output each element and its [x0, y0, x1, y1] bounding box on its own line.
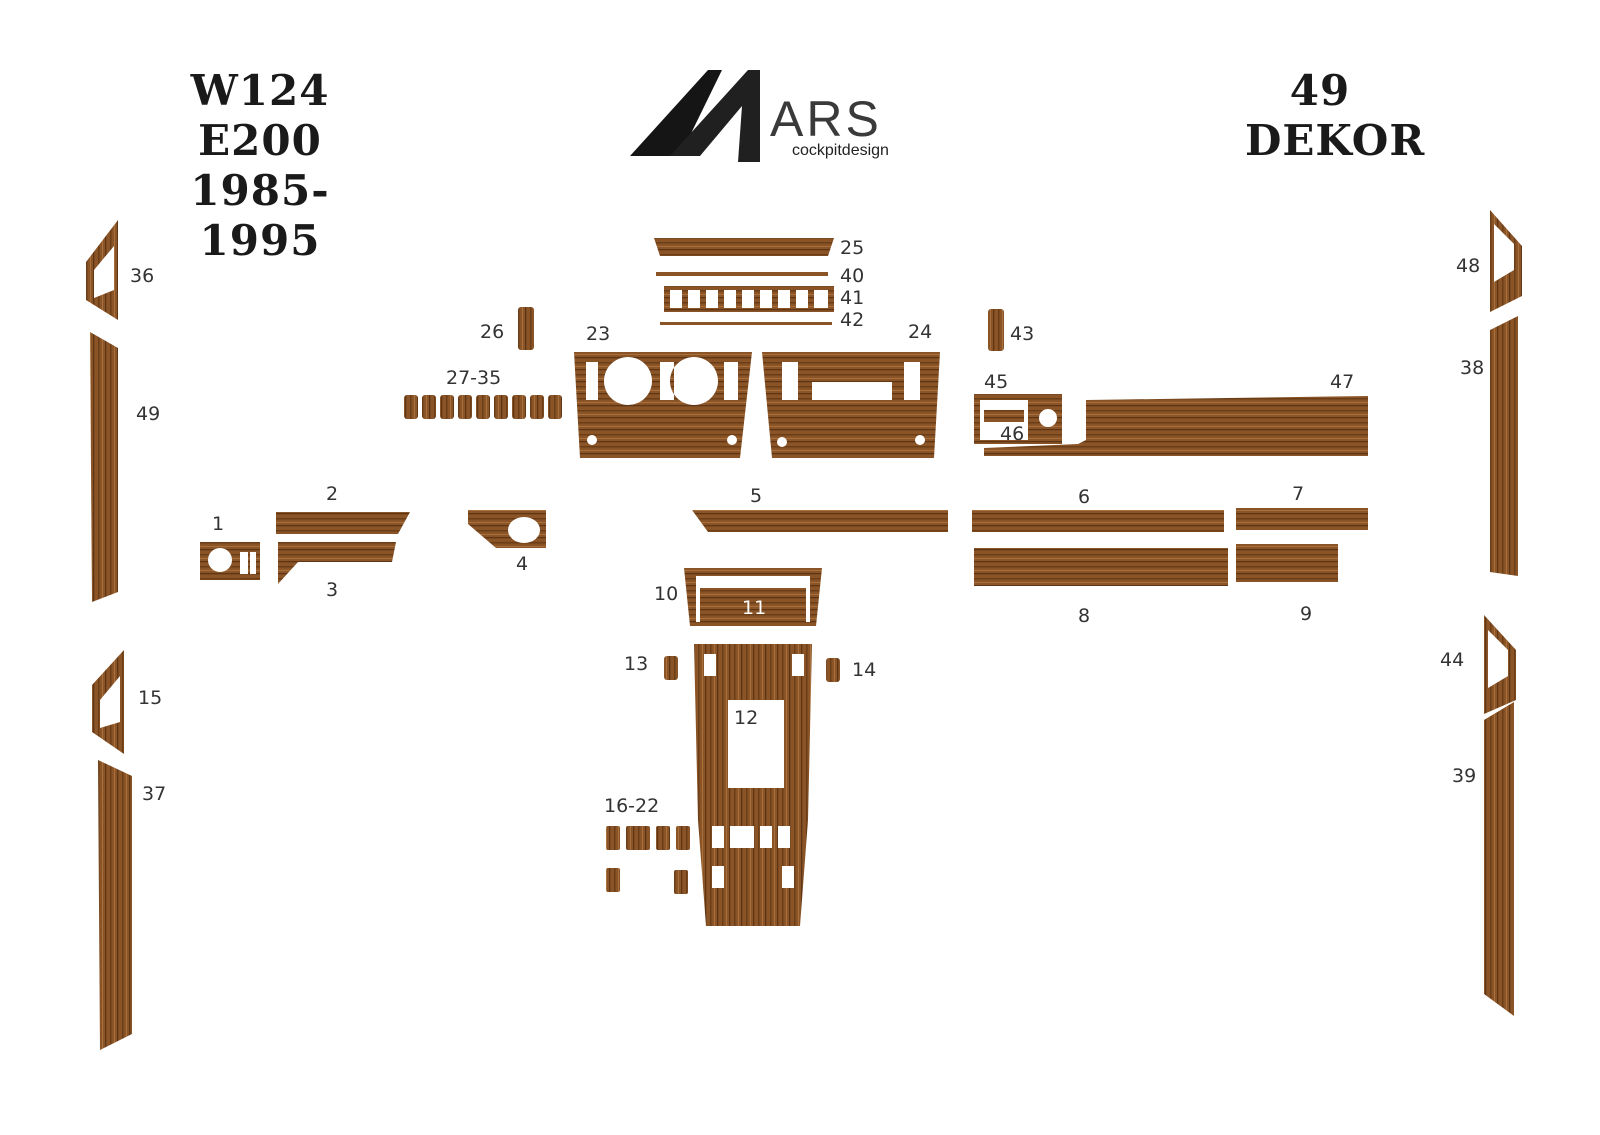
part-6-strip	[972, 510, 1224, 532]
label-14: 14	[852, 659, 876, 681]
part-9-strip	[1236, 544, 1338, 582]
logo-m-shape	[670, 70, 760, 162]
part-10-frame	[684, 568, 822, 626]
part-37-pillar	[98, 760, 132, 1050]
label-41: 41	[840, 287, 864, 309]
label-12: 12	[734, 707, 758, 729]
logo-tagline: cockpitdesign	[792, 142, 889, 159]
part-47-panel	[984, 396, 1368, 456]
label-27-35: 27-35	[446, 367, 501, 389]
label-49: 49	[136, 403, 160, 425]
part-26-piece	[518, 307, 534, 350]
label-2: 2	[326, 483, 338, 505]
model-title: W124 E200 1985-1995	[140, 66, 380, 266]
label-9: 9	[1300, 603, 1312, 625]
part-24-panel	[762, 352, 940, 458]
label-16-22: 16-22	[604, 795, 659, 817]
piece-count: 49	[1289, 66, 1351, 115]
part-44-trim	[1484, 615, 1516, 714]
part-5-strip	[692, 510, 948, 532]
model-years: 1985-1995	[190, 166, 330, 265]
part-14-piece	[826, 658, 840, 682]
part-23-panel	[574, 352, 752, 458]
label-25: 25	[840, 237, 864, 259]
label-40: 40	[840, 265, 864, 287]
label-47: 47	[1330, 371, 1354, 393]
part-16-22-pieces	[606, 826, 690, 894]
logo-m-shape	[630, 70, 722, 156]
label-11: 11	[742, 597, 766, 619]
label-43: 43	[1010, 323, 1034, 345]
label-5: 5	[750, 485, 762, 507]
part-8-strip	[974, 548, 1228, 586]
label-26: 26	[480, 321, 504, 343]
label-24: 24	[908, 321, 932, 343]
brand-logo: ARS cockpitdesign	[630, 70, 889, 162]
kit-label: DEKOR	[1245, 116, 1426, 165]
part-2-strip	[276, 512, 410, 534]
label-44: 44	[1440, 649, 1464, 671]
label-36: 36	[130, 265, 154, 287]
label-37: 37	[142, 783, 166, 805]
part-7-strip	[1236, 508, 1368, 530]
model-name: W124 E200	[190, 66, 330, 165]
part-4-piece	[468, 510, 546, 548]
part-25-strip	[654, 238, 834, 256]
label-3: 3	[326, 579, 338, 601]
label-6: 6	[1078, 486, 1090, 508]
part-27-35-buttons	[404, 395, 562, 419]
part-45-frame	[974, 394, 1062, 444]
part-1-panel	[200, 542, 260, 580]
label-45: 45	[984, 371, 1008, 393]
part-46-piece	[984, 410, 1024, 422]
label-8: 8	[1078, 605, 1090, 627]
part-36-trim	[86, 220, 118, 320]
label-13: 13	[624, 653, 648, 675]
label-1: 1	[212, 513, 224, 535]
part-15-trim	[92, 650, 124, 754]
label-39: 39	[1452, 765, 1476, 787]
part-49-pillar	[90, 332, 118, 602]
label-7: 7	[1292, 483, 1304, 505]
label-10: 10	[654, 583, 678, 605]
part-39-pillar	[1484, 702, 1514, 1016]
part-38-pillar	[1490, 316, 1518, 576]
label-42: 42	[840, 309, 864, 331]
logo-wordmark: ARS	[770, 91, 882, 147]
part-40-strip	[656, 272, 828, 276]
label-38: 38	[1460, 357, 1484, 379]
label-46: 46	[1000, 423, 1024, 445]
label-23: 23	[586, 323, 610, 345]
part-3-strip	[278, 542, 396, 584]
part-13-piece	[664, 656, 678, 680]
label-48: 48	[1456, 255, 1480, 277]
kit-title: 49 DEKOR	[1245, 66, 1426, 166]
part-42-strip	[660, 322, 832, 325]
label-15: 15	[138, 687, 162, 709]
label-4: 4	[516, 553, 528, 575]
part-41-vent	[664, 286, 834, 312]
part-48-trim	[1490, 210, 1522, 312]
part-43-piece	[988, 309, 1004, 351]
part-12-console	[694, 644, 812, 926]
part-11-panel	[700, 588, 806, 624]
